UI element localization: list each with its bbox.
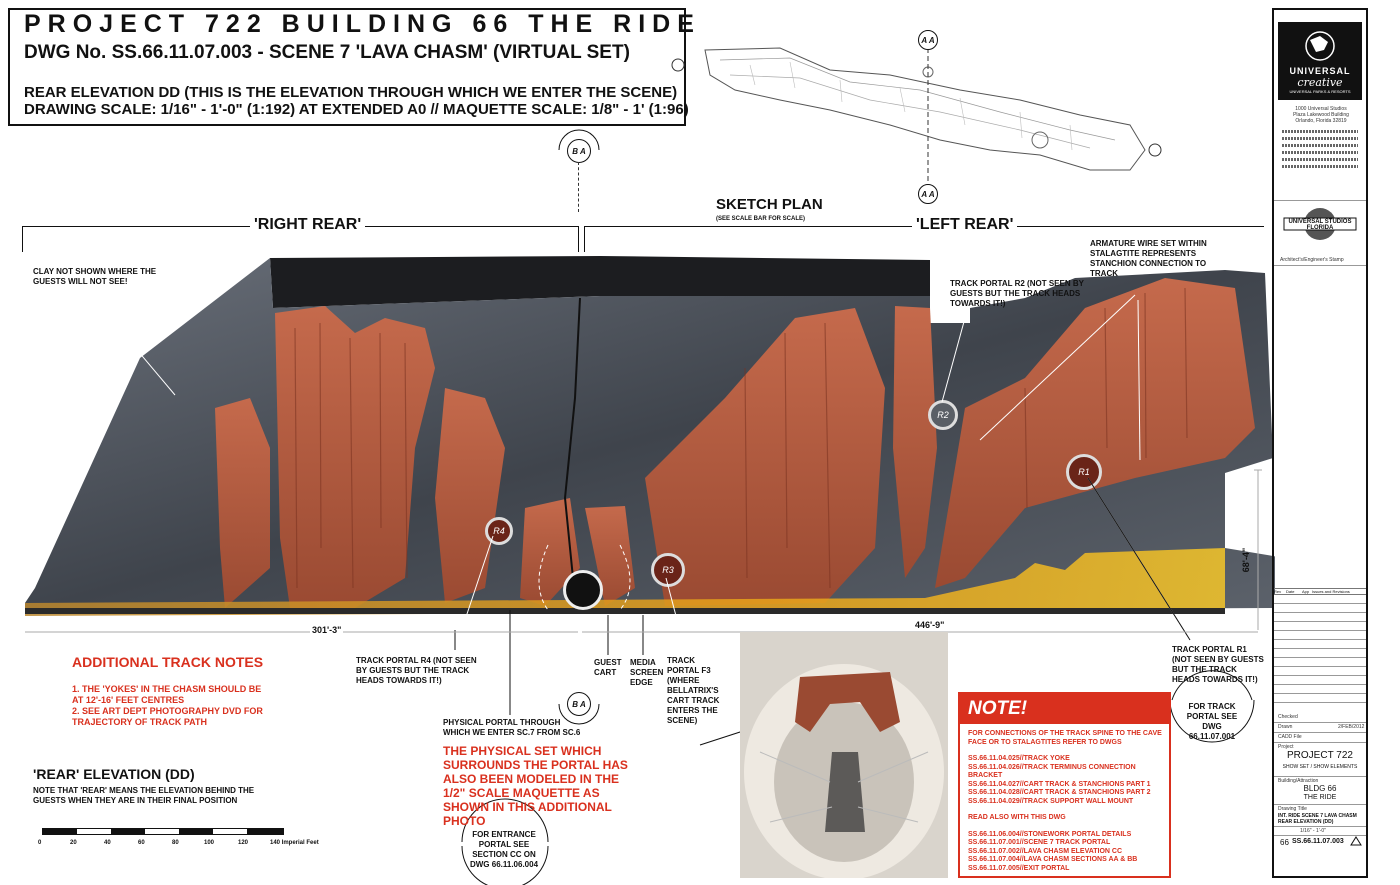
- building-name: BLDG 66: [1303, 784, 1337, 793]
- section-marker-ba-bottom: B A: [567, 692, 591, 716]
- maquette-portal-photo: [740, 632, 948, 878]
- title-block-divider-8: [1274, 826, 1366, 827]
- portal-r3: R3: [651, 553, 685, 587]
- section-marker-ba-top: B A: [567, 139, 591, 163]
- title-block-divider-3: [1274, 722, 1366, 723]
- right-rear-label: 'RIGHT REAR': [250, 216, 366, 234]
- copyright-notice: [1282, 126, 1358, 194]
- annotation-physical-portal: PHYSICAL PORTAL THROUGH WHICH WE ENTER S…: [443, 718, 581, 737]
- title-block-divider-1: [1274, 200, 1366, 201]
- globe-icon: [1305, 31, 1335, 61]
- scale-bar: [42, 828, 284, 835]
- right-rear-tick-left: [22, 226, 23, 252]
- revision-triangle-icon: [1350, 836, 1362, 846]
- annotation-portal-r1-see-dwg: FOR TRACK PORTAL SEE DWG 66.11.07.001: [1186, 702, 1238, 741]
- universal-creative-logo: UNIVERSAL creative UNIVERSAL PARKS & RES…: [1278, 22, 1362, 100]
- drawing-number-title: DWG No. SS.66.11.07.003 - SCENE 7 'LAVA …: [24, 42, 630, 63]
- project-label: Project: [1278, 744, 1294, 750]
- building-number: 66: [1280, 838, 1289, 847]
- sketch-plan-title: SKETCH PLAN: [716, 196, 823, 213]
- note-box-content: FOR CONNECTIONS OF THE TRACK SPINE TO TH…: [968, 730, 1162, 872]
- dimension-right: 446'-9": [913, 620, 947, 630]
- studios-globe-icon: [1283, 208, 1357, 240]
- title-block: [1272, 8, 1368, 878]
- track-notes-list: 1. THE 'YOKES' IN THE CHASM SHOULD BE AT…: [72, 684, 263, 727]
- dimension-left: 301'-3": [310, 625, 344, 635]
- company-address: 1000 Universal Studios Plaza Lakewood Bu…: [1293, 106, 1349, 124]
- annotation-clay: CLAY NOT SHOWN WHERE THE GUESTS WILL NOT…: [33, 267, 157, 286]
- sketch-plan-subtitle: (SEE SCALE BAR FOR SCALE): [716, 216, 806, 222]
- project-name: PROJECT 722: [1287, 750, 1353, 761]
- left-rear-tick-left: [584, 226, 585, 252]
- checked-label: Checked: [1278, 714, 1298, 720]
- sketch-plan-drawing: [671, 32, 1162, 190]
- drawing-title: INT. RIDE SCENE 7 LAVA CHASM REAR ELEVAT…: [1278, 813, 1357, 825]
- revisions-table: Rev Date App Issues and Revisions: [1274, 588, 1366, 709]
- title-block-divider-4: [1274, 732, 1366, 733]
- drawn-label: Drawn: [1278, 724, 1293, 730]
- annotation-guest-cart: GUEST CART: [594, 658, 622, 677]
- drawing-number: SS.66.11.07.003: [1292, 838, 1344, 845]
- annotation-media-screen: MEDIA SCREEN EDGE: [630, 658, 664, 687]
- right-rear-tick-right: [578, 226, 579, 252]
- portal-r2: R2: [928, 400, 958, 430]
- title-block-divider-7: [1274, 804, 1366, 805]
- project-title: PROJECT 722 BUILDING 66 THE RIDE: [24, 10, 701, 38]
- note-box-title: NOTE!: [968, 698, 1028, 719]
- rear-elevation-note: NOTE THAT 'REAR' MEANS THE ELEVATION BEH…: [33, 786, 255, 805]
- cadd-file-label: CADD File: [1278, 734, 1302, 740]
- track-notes-title: ADDITIONAL TRACK NOTES: [72, 654, 264, 670]
- portal-r1: R1: [1066, 454, 1102, 490]
- architect-stamp-label: Architect's/Engineer's Stamp: [1280, 257, 1344, 263]
- note-box-header: [958, 692, 1171, 724]
- title-block-divider-9: [1274, 835, 1366, 836]
- drawing-title-label: Drawing Title: [1278, 806, 1307, 812]
- dimension-height: 68'-4": [1241, 547, 1252, 573]
- annotation-portal-f3: TRACK PORTAL F3 (WHERE BELLATRIX'S CART …: [667, 656, 720, 725]
- drawing-scale: 1/16" - 1'-0": [1300, 828, 1326, 834]
- annotation-portal-r1: TRACK PORTAL R1 (NOT SEEN BY GUESTS BUT …: [1172, 645, 1264, 684]
- section-arc-bottom: [558, 703, 600, 725]
- annotation-portal-r2: TRACK PORTAL R2 (NOT SEEN BY GUESTS BUT …: [950, 279, 1084, 308]
- title-block-divider-5: [1274, 742, 1366, 743]
- rear-elevation-title: 'REAR' ELEVATION (DD): [33, 766, 195, 782]
- portal-r4: R4: [485, 517, 513, 545]
- project-subtitle: SHOW SET / SHOW ELEMENTS: [1282, 764, 1358, 770]
- elevation-description: REAR ELEVATION DD (THIS IS THE ELEVATION…: [24, 84, 689, 118]
- maquette-elevation-photo: [25, 256, 1275, 616]
- section-arc-top: [558, 129, 600, 151]
- annotation-physical-set: THE PHYSICAL SET WHICH SURROUNDS THE POR…: [443, 744, 628, 828]
- guest-cart-portal-icon: [563, 570, 603, 610]
- title-block-divider-2: [1274, 265, 1366, 266]
- section-marker-bottom: A A: [918, 184, 938, 204]
- title-block-divider-6: [1274, 776, 1366, 777]
- annotation-armature: ARMATURE WIRE SET WITHIN STALAGTITE REPR…: [1090, 239, 1207, 278]
- universal-studios-logo: UNIVERSAL STUDIOS FLORIDA: [1282, 204, 1358, 244]
- drawing-date: 2/FEB/2012: [1338, 724, 1365, 730]
- annotation-entrance-portal: FOR ENTRANCE PORTAL SEE SECTION CC ON DW…: [469, 830, 539, 869]
- building-subtitle: THE RIDE: [1303, 794, 1337, 801]
- section-marker-top: A A: [918, 30, 938, 50]
- title-box: [8, 8, 686, 126]
- section-line-top: [578, 162, 580, 212]
- left-rear-label: 'LEFT REAR': [912, 216, 1018, 234]
- building-label: Building/Attraction: [1278, 778, 1319, 784]
- annotation-portal-r4: TRACK PORTAL R4 (NOT SEEN BY GUESTS BUT …: [356, 656, 477, 685]
